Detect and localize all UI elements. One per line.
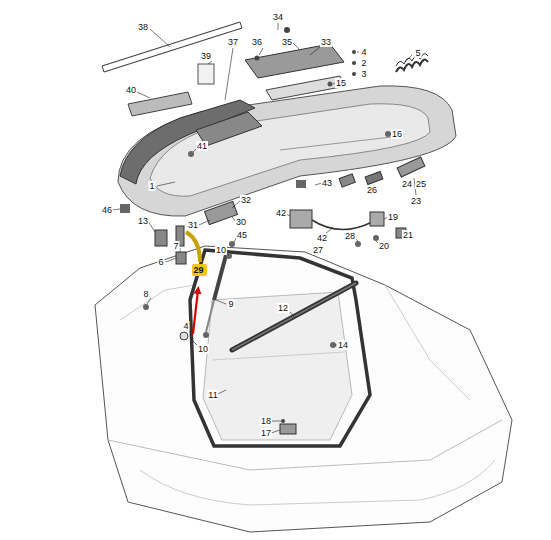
callout-number: 11 — [207, 390, 218, 400]
callout-number: 28 — [344, 231, 356, 241]
callout-number: 6 — [157, 257, 164, 267]
callout-number: 8 — [142, 289, 149, 299]
callout-number: 10 — [197, 344, 209, 354]
callout-number: 23 — [410, 196, 422, 206]
callout-number: 35 — [281, 37, 293, 47]
callout-number: 25 — [415, 179, 427, 189]
callout-number: 36 — [251, 37, 263, 47]
callout-number: 31 — [187, 220, 199, 230]
callout-number: 15 — [335, 78, 347, 88]
callout-number: 17 — [260, 428, 272, 438]
callout-number: 42 — [275, 208, 287, 218]
callout-number: 21 — [402, 230, 414, 240]
callout-number: 37 — [227, 37, 239, 47]
callout-number: 18 — [260, 416, 272, 426]
callout-number: 24 — [401, 179, 413, 189]
callout-number: 4 — [360, 47, 367, 57]
callout-number: 41 — [196, 141, 208, 151]
callout-number: 12 — [277, 303, 289, 313]
callout-number: 2 — [360, 58, 367, 68]
callout-number: 20 — [378, 241, 390, 251]
callout-number: 39 — [200, 51, 212, 61]
callout-number: 1 — [148, 181, 155, 191]
callout-number: 40 — [125, 85, 137, 95]
callout-number: 10 — [215, 245, 227, 255]
callout-number: 43 — [321, 178, 333, 188]
callout-number: 26 — [366, 185, 378, 195]
callout-number: 5 — [414, 48, 421, 58]
callout-number: 30 — [235, 217, 247, 227]
callout-number: 45 — [236, 230, 248, 240]
highlighted-callout: 29 — [192, 264, 207, 276]
callout-number: 14 — [337, 340, 349, 350]
callout-number: 3 — [360, 69, 367, 79]
callout-number: 4 — [182, 321, 189, 331]
callout-number: 33 — [320, 37, 332, 47]
callout-number: 34 — [272, 12, 284, 22]
callout-number: 27 — [312, 245, 324, 255]
callout-number: 16 — [391, 129, 403, 139]
callout-number: 32 — [240, 195, 252, 205]
callout-number: 29 — [194, 265, 205, 275]
callout-number: 7 — [172, 241, 179, 251]
highlight-arrow — [193, 290, 198, 334]
callout-number: 19 — [387, 212, 399, 222]
callout-number: 9 — [227, 299, 234, 309]
callout-number: 38 — [137, 22, 149, 32]
callout-number: 46 — [101, 205, 113, 215]
callout-number: 42 — [316, 233, 328, 243]
callout-number: 13 — [137, 216, 149, 226]
